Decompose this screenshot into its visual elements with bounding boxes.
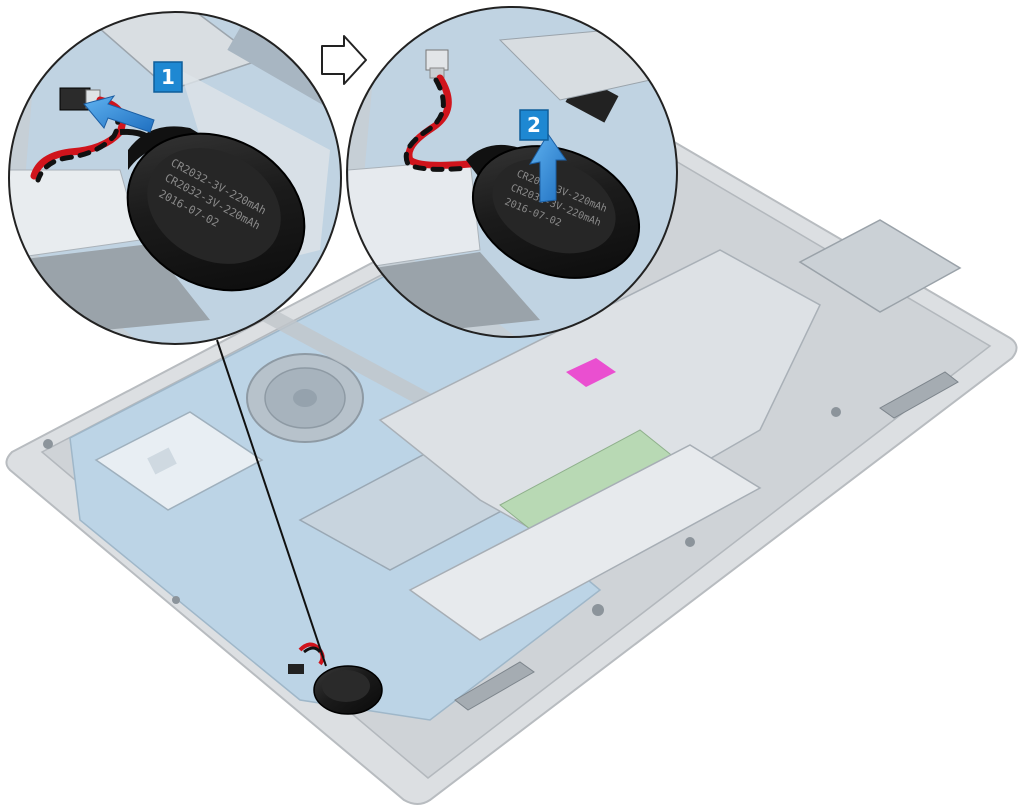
cooling-fan [246, 353, 364, 443]
coin-cell-battery-installed [288, 642, 383, 715]
step-2-number: 2 [527, 113, 541, 137]
m2-slot [798, 219, 962, 313]
left-speaker [454, 661, 535, 711]
palmrest-bracket [378, 249, 821, 546]
laptop-base [5, 120, 1018, 805]
callout-step-2: CR2032-3V-220mAh CR2032-3V-220mAh 2016-0… [346, 6, 678, 338]
lift-arrow-icon [528, 133, 567, 203]
coin-cell-battery-lifted: CR2032-3V-220mAh CR2032-3V-220mAh 2016-0… [466, 144, 641, 279]
pink-tape [566, 358, 616, 387]
step-1-badge: 1 [153, 61, 183, 93]
battery-cable-black-2 [403, 77, 471, 172]
next-step-arrow-icon [321, 35, 367, 85]
step-2-badge: 2 [519, 109, 549, 141]
disconnect-arrow-icon [83, 95, 155, 133]
screws [43, 407, 841, 616]
battery-pack [408, 444, 762, 641]
coin-cell-battery: CR2032-3V-220mAh CR2032-3V-220mAh 2016-0… [126, 126, 306, 292]
callout-step-1: CR2032-3V-220mAh CR2032-3V-220mAh 2016-0… [8, 11, 342, 345]
callout-leader-line [216, 339, 327, 667]
right-speaker [879, 371, 959, 419]
step-1-number: 1 [161, 65, 175, 89]
wlan-card [94, 411, 264, 511]
